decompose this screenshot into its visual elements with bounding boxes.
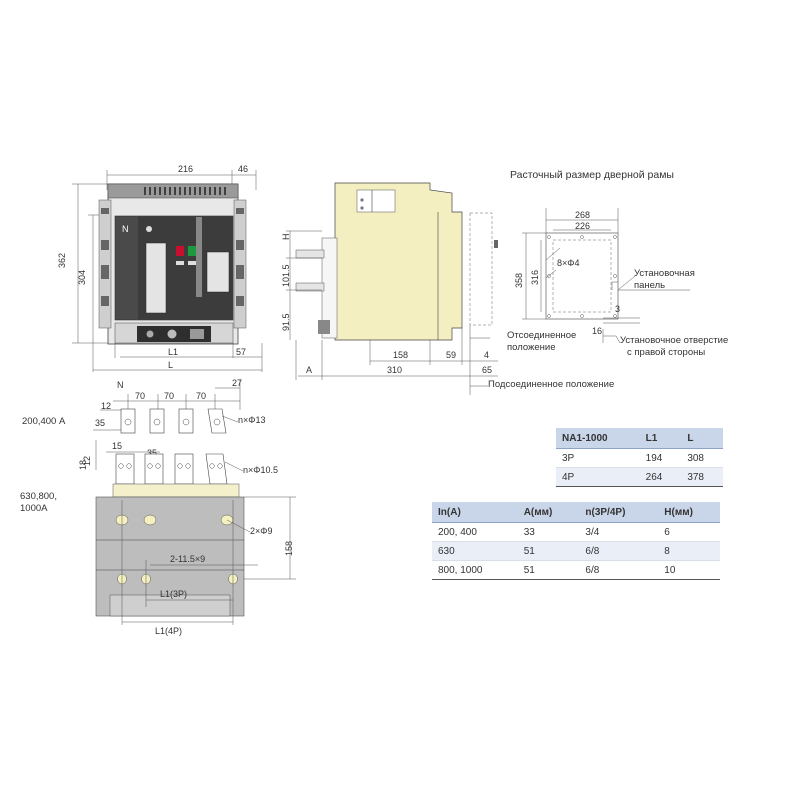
table-row: 630 51 6/8 8 [432,541,720,561]
disconnected-label-1: Отсоединенное [507,330,576,341]
dim-268: 268 [575,210,590,220]
dim-15: 15 [112,441,122,451]
holes-8-phi4: 8×Φ4 [557,258,579,268]
dim-216: 216 [178,164,193,174]
th-h: H(мм) [658,502,720,523]
mount-hole-label-1: Установочное отверстие [620,335,728,346]
busbar-view: N 70 70 70 27 12 35 200,400 А n×Φ13 15 1… [20,378,296,636]
dim-L: L [168,360,173,370]
dim-16: 16 [592,326,602,336]
panel-label-1: Установочная [634,268,695,279]
front-pole-label: N [122,224,129,234]
current-rating-table: In(A) A(мм) n(3P/4P) H(мм) 200, 400 33 3… [432,502,720,580]
dim-12b: 12 [82,456,92,466]
dim-L1-3P: L1(3P) [160,589,187,599]
dim-358: 358 [514,273,524,288]
dim-12a: 12 [101,401,111,411]
off-button [176,246,184,256]
label-630-1: 630,800, [20,491,57,502]
th-L1: L1 [639,428,682,449]
disconnected-label-2: положение [507,342,556,353]
dim-70b: 70 [164,391,174,401]
side-view: H 101.5 91.5 158 59 4 A 310 65 Отсоедине… [281,182,614,395]
breaker-body-side [334,182,463,341]
dim-304: 304 [77,270,87,285]
dim-L1-4P: L1(4P) [155,626,182,636]
dim-65: 65 [482,365,492,375]
dim-35a: 35 [95,418,105,428]
th-model: NA1-1000 [556,428,640,449]
dim-27: 27 [232,378,242,388]
th-L: L [681,428,723,449]
th-n: n(3P/4P) [579,502,659,523]
slots-2-11-5x9: 2-11.5×9 [170,554,205,564]
dim-L1-front: L1 [168,347,178,357]
dim-35b: 35 [147,448,157,458]
th-a: A(мм) [517,502,580,523]
dim-A: A [306,365,312,375]
door-frame-title: Расточный размер дверной рамы [510,169,674,181]
dim-4: 4 [484,350,489,360]
dim-310: 310 [387,365,402,375]
table-row: 800, 1000 51 6/8 10 [432,560,720,580]
panel-label-2: панель [634,280,665,291]
dim-91-5: 91.5 [281,313,291,331]
dim-18: 18 [78,460,88,470]
connected-label: Подсоединенное положение [488,379,614,390]
dim-101-5: 101.5 [281,264,291,287]
dim-158: 158 [393,350,408,360]
dim-3: 3 [615,304,620,314]
th-in: In(A) [432,502,518,523]
holes-n-phi10-5: n×Φ10.5 [243,465,278,475]
label-630-2: 1000А [20,503,48,514]
table-row: 4P 264 378 [556,467,723,487]
mount-hole-label-2: с правой стороны [627,347,705,358]
door-frame-cutout: Расточный размер дверной рамы 268 226 35… [510,169,728,358]
front-view: 216 46 362 304 [57,164,263,372]
frame-dimension-table: NA1-1000 L1 L 3P 194 308 4P 264 378 [556,428,723,487]
dim-46: 46 [238,164,248,174]
dim-H: H [281,234,291,241]
holes-2-phi9: 2×Φ9 [250,526,272,536]
dim-226: 226 [575,221,590,231]
holes-n-phi13: n×Φ13 [238,415,265,425]
dim-59: 59 [446,350,456,360]
table-row: 3P 194 308 [556,448,723,468]
dim-316: 316 [530,270,540,285]
label-200-400: 200,400 А [22,416,66,427]
dim-70c: 70 [196,391,206,401]
dim-57: 57 [236,347,246,357]
dim-362: 362 [57,253,67,268]
dim-70a: 70 [135,391,145,401]
on-button [188,246,196,256]
busbar-pole-label: N [117,380,124,390]
table-row: 200, 400 33 3/4 6 [432,522,720,542]
dim-158-bottom: 158 [284,541,294,556]
